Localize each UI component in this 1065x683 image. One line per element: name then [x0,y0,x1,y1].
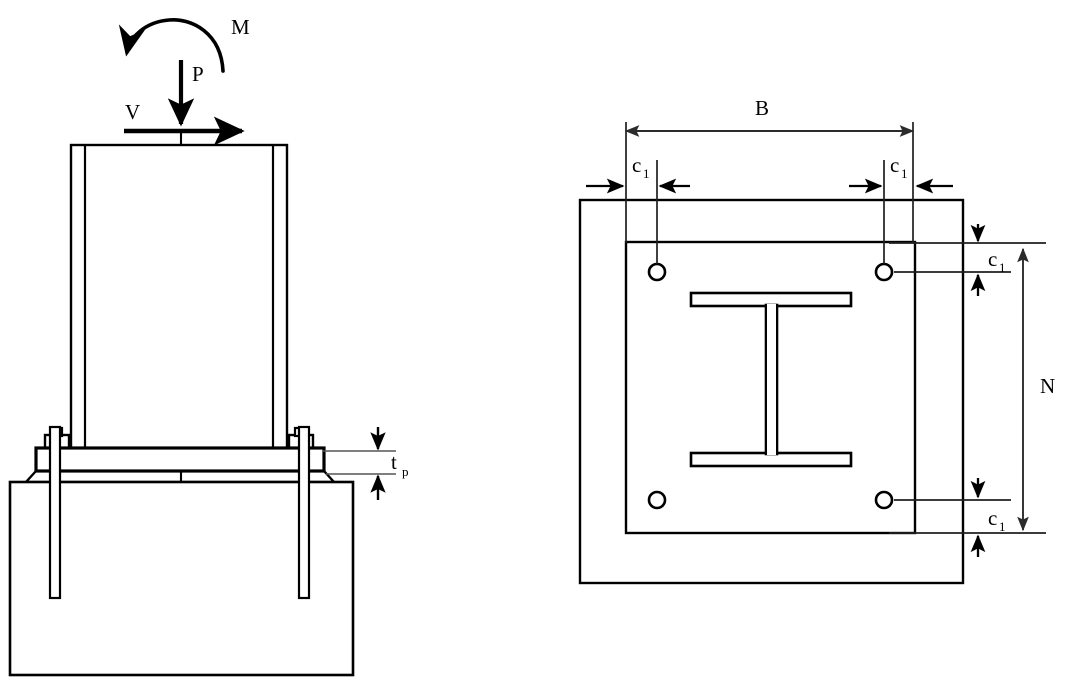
dimension-c1-right-label: c [890,153,899,177]
dimension-c1-top-subscript: 1 [999,260,1006,275]
dimension-c1-top-label: c [988,247,997,271]
bolt-hole-top-right [874,262,894,282]
dimension-c1-bottom: c 1 [894,478,1011,557]
moment-label: M [231,15,250,39]
dimension-N-label: N [1040,374,1055,398]
pedestal-outline [8,480,355,677]
dimension-c1-left-subscript: 1 [643,166,650,181]
plate-thickness-dimension: t p [323,427,409,500]
anchor-rods [48,425,311,600]
bevel-left [25,470,37,483]
shear-load-indicator: V [124,100,245,146]
plan-i-section [689,291,853,468]
axial-load-label: P [192,62,204,86]
dimension-c1-bottom-label: c [988,506,997,530]
dimension-c1-left: c 1 [586,153,690,264]
elevation-view: M P V [8,15,409,677]
dimension-c1-top: c 1 [894,224,1011,296]
bevel-right [323,470,335,483]
elevation-column [69,143,289,450]
i-section-web-fill [767,304,776,455]
dimension-B: B [624,96,915,243]
bolt-hole-top-left [647,262,667,282]
moment-load-indicator: M [118,15,250,73]
plan-view: B c 1 c 1 N c [578,96,1055,585]
axial-load-indicator: P [167,60,204,127]
dimension-c1-right-subscript: 1 [901,166,908,181]
elevation-base-plate [34,446,326,473]
plate-thickness-subscript: p [402,464,409,479]
base-plate-outline [34,446,326,473]
concrete-pedestal [8,480,355,677]
column-outline [69,143,289,450]
dimension-B-label: B [755,96,769,120]
curved-arrow-ccw-icon [118,18,225,73]
dimension-c1-left-label: c [632,153,641,177]
bolt-hole-bottom-left [647,490,667,510]
dimension-c1-right: c 1 [849,153,953,264]
anchor-rod-right [297,425,311,600]
anchor-rod-left [48,425,62,600]
dimension-c1-bottom-subscript: 1 [999,519,1006,534]
dimension-N: N [889,242,1055,534]
bolt-hole-bottom-right [874,490,894,510]
shear-load-label: V [125,100,140,124]
plate-thickness-label: t [391,450,397,474]
